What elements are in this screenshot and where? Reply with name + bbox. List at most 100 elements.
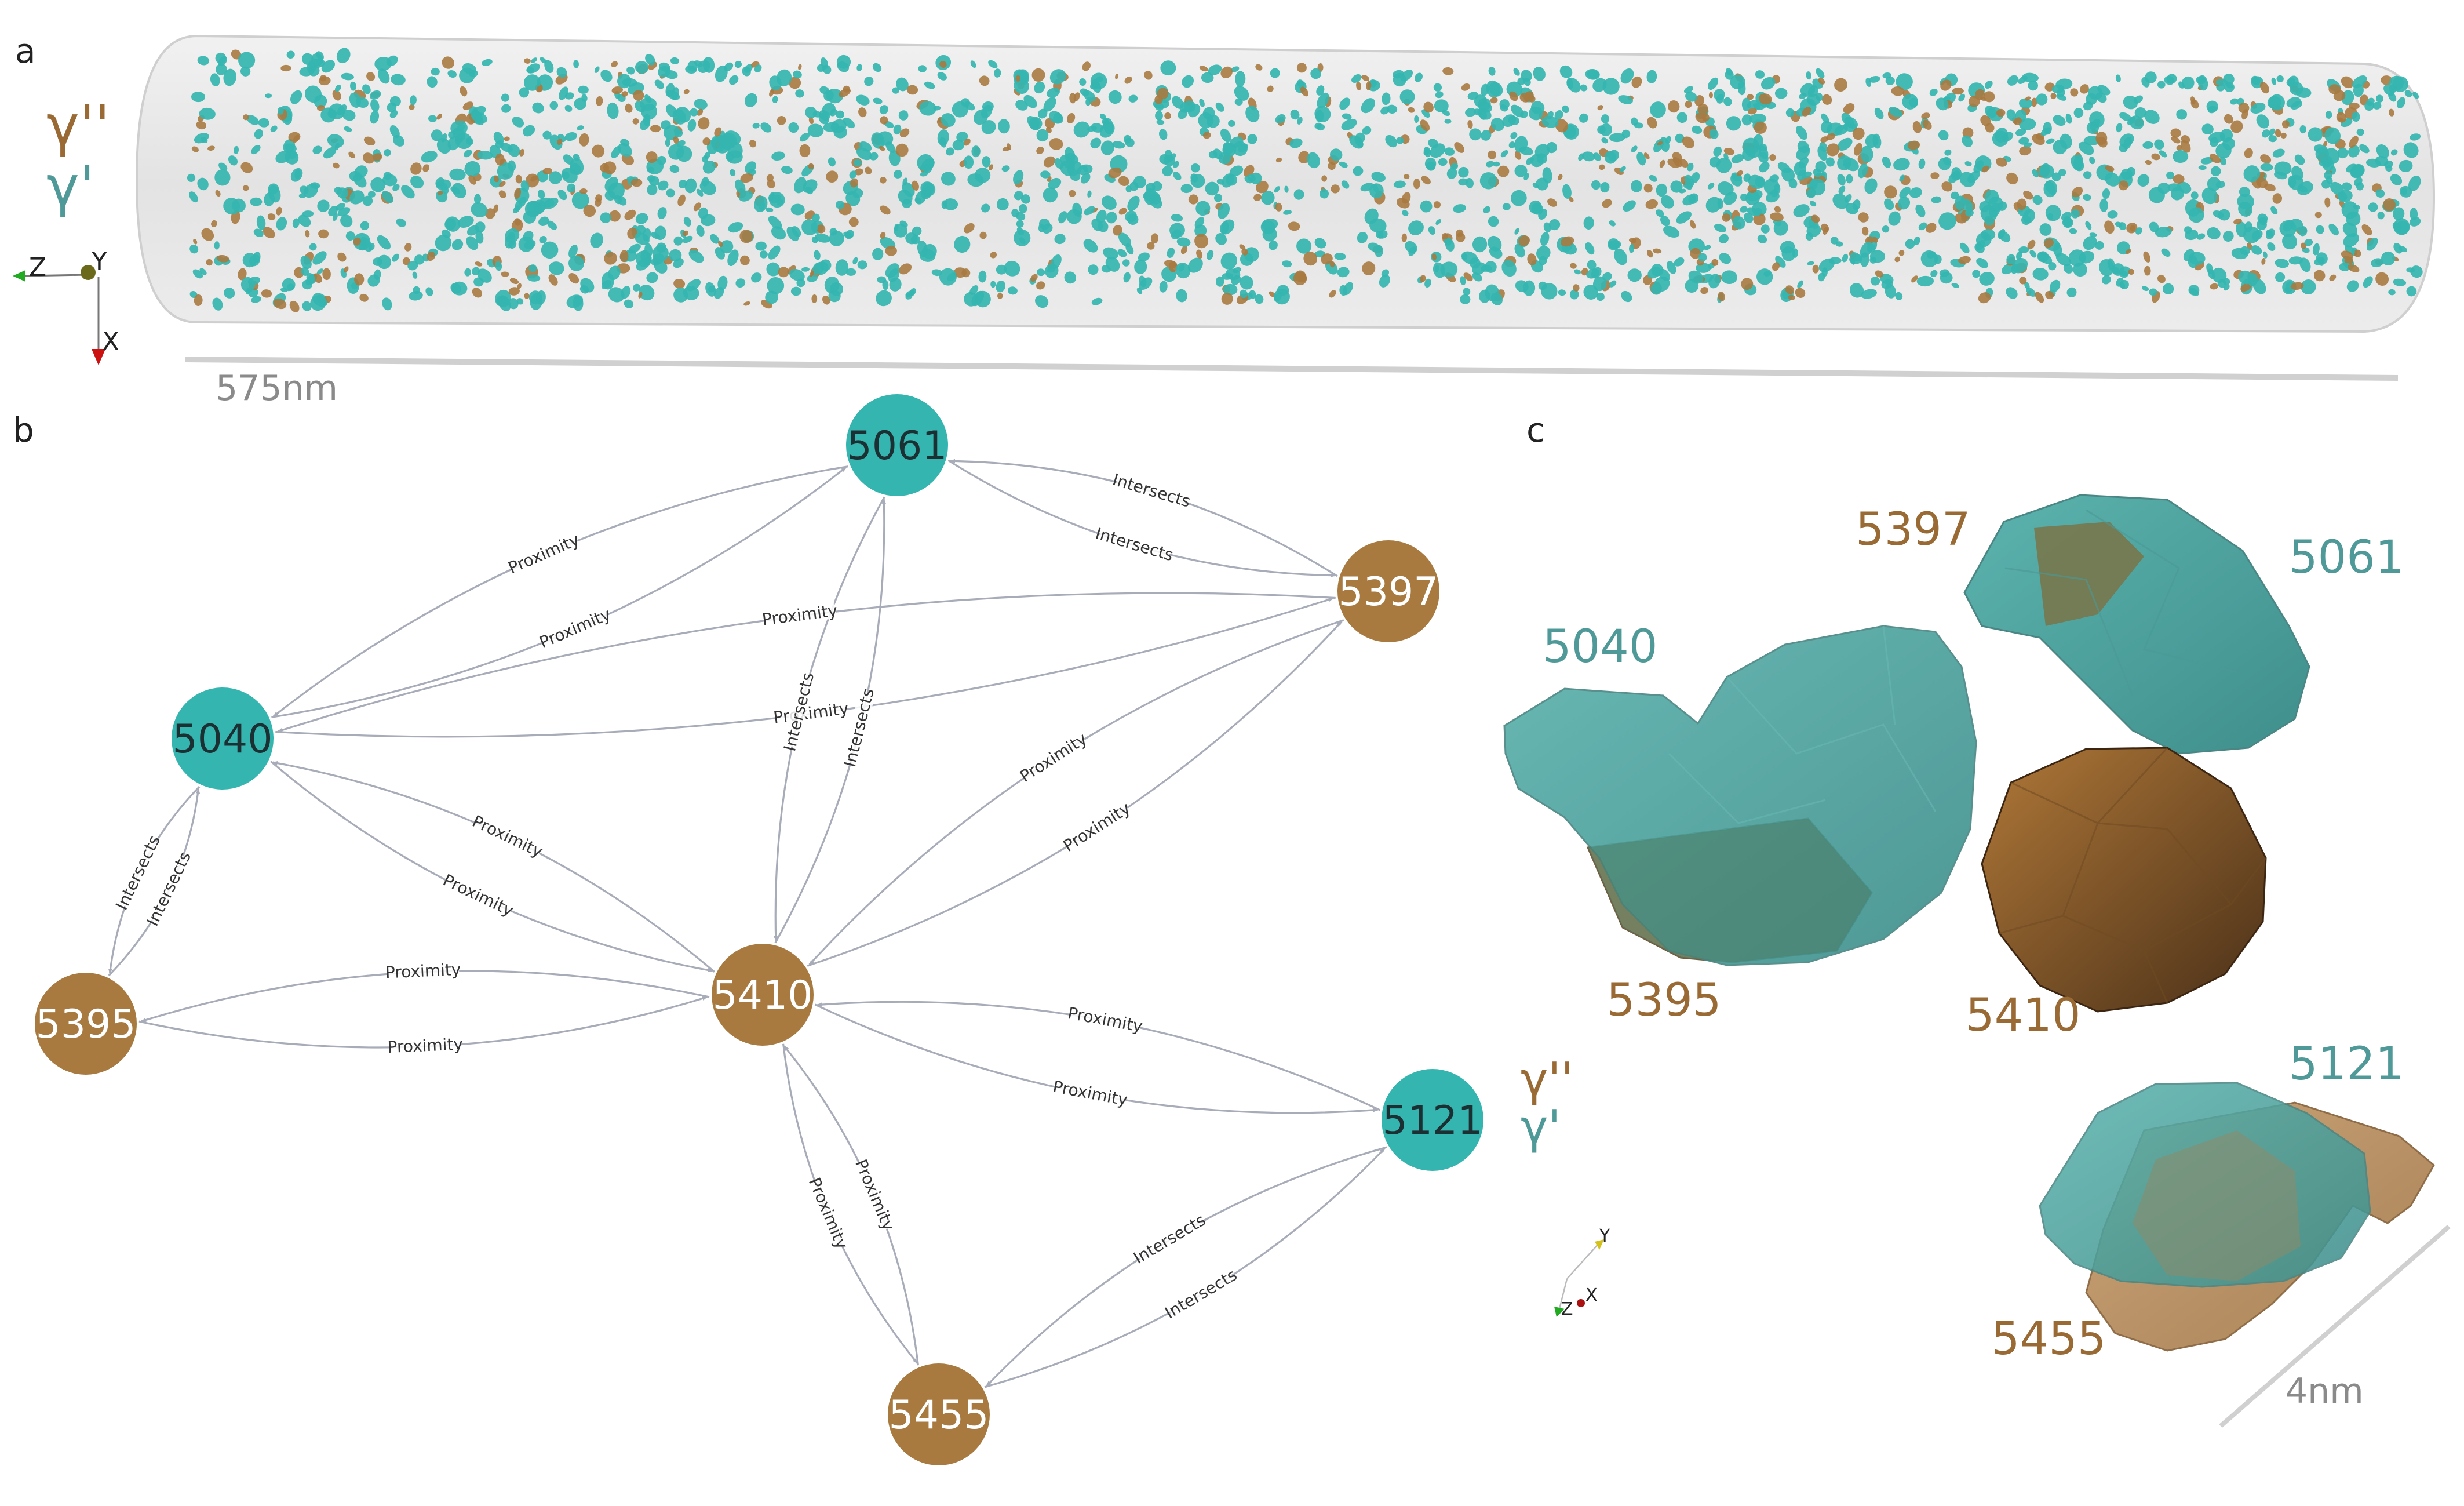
gamma-prime-precipitate [1842,253,1849,263]
gamma-prime-precipitate [1807,261,1814,265]
gamma-dprime-precipitate [1303,252,1318,266]
gamma-prime-precipitate [1942,157,1952,166]
gamma-prime-precipitate [427,76,438,88]
gamma-prime-precipitate [1676,112,1687,123]
gamma-prime-precipitate [286,50,295,59]
gamma-dprime-precipitate [633,90,644,101]
gamma-prime-precipitate [814,250,821,260]
gamma-prime-precipitate [1832,193,1849,209]
gamma-prime-precipitate [300,256,312,270]
gamma-dprime-precipitate [2260,82,2269,94]
gamma-prime-precipitate [1708,77,1719,90]
node-label-5040: 5040 [172,716,272,762]
node-5410[interactable] [712,944,814,1046]
gamma-prime-precipitate [2197,75,2208,91]
gamma-prime-precipitate [899,220,908,228]
gamma-prime-precipitate [657,180,669,191]
gamma-prime-precipitate [350,81,356,91]
gamma-dprime-precipitate [2023,190,2033,200]
gamma-dprime-precipitate [1962,127,1974,139]
gamma-prime-precipitate [2271,77,2276,85]
gamma-dprime-precipitate [2349,102,2360,110]
gamma-prime-precipitate [1820,121,1832,133]
gamma-prime-precipitate [1538,281,1547,290]
gamma-prime-precipitate [1636,152,1646,166]
gamma-prime-precipitate [2053,242,2062,257]
gamma-dprime-precipitate [979,231,987,239]
edge-label: Proximity [387,1034,464,1057]
gamma-prime-precipitate [302,301,312,311]
node-5397[interactable] [1337,540,1439,642]
gamma-prime-precipitate [1631,180,1642,192]
gamma-dprime-precipitate [619,250,629,263]
node-label-5121: 5121 [1382,1098,1482,1144]
gamma-prime-precipitate [1014,191,1023,201]
node-5121[interactable] [1382,1069,1483,1171]
gamma-prime-precipitate [790,286,801,296]
x-axis-dot-c [1577,1299,1585,1307]
gamma-dprime-precipitate [1049,138,1063,150]
gamma-dprime-precipitate [332,89,341,101]
gamma-prime-precipitate [1799,93,1807,99]
gamma-prime-precipitate [1440,261,1458,278]
gamma-dprime-precipitate [964,223,975,234]
gamma-prime-precipitate [431,129,443,141]
gamma-prime-precipitate [2026,287,2036,297]
node-5455[interactable] [888,1363,990,1465]
gamma-prime-precipitate [1460,276,1466,286]
gamma-prime-precipitate [1649,174,1657,182]
gamma-prime-precipitate [829,282,844,296]
gamma-prime-precipitate [441,133,447,143]
node-5395[interactable] [35,973,137,1075]
gamma-prime-precipitate [600,212,611,224]
gamma-prime-precipitate [215,52,227,64]
gamma-dprime-precipitate [1941,181,1953,192]
gamma-dprime-precipitate [850,178,858,188]
gamma-prime-precipitate [1382,92,1391,106]
edge-label-background [1098,526,1172,562]
gamma-prime-precipitate [1918,158,1926,169]
gamma-prime-precipitate [2053,115,2066,126]
gamma-prime-precipitate [1155,111,1163,121]
gamma-prime-precipitate [1604,151,1617,164]
gamma-prime-precipitate [1125,137,1135,147]
gamma-prime-precipitate [1813,168,1821,178]
gamma-dprime-precipitate [2126,249,2131,254]
node-5040[interactable] [172,687,274,790]
gamma-prime-precipitate [189,191,198,203]
gamma-prime-precipitate [223,68,236,86]
gamma-prime-precipitate [1460,294,1471,304]
gamma-prime-precipitate [2339,262,2351,271]
gamma-prime-precipitate [893,124,902,135]
gamma-dprime-precipitate [2171,136,2181,144]
gamma-prime-precipitate [1283,210,1292,215]
gamma-dprime-precipitate [1645,199,1659,209]
gamma-prime-precipitate [1235,71,1246,87]
gamma-prime-precipitate [1801,171,1812,179]
gamma-dprime-precipitate [363,152,374,164]
gamma-prime-precipitate [189,244,199,254]
gamma-dprime-precipitate [997,293,1003,299]
gamma-prime-precipitate [2210,137,2219,147]
particle-5040 [1503,625,1977,966]
gamma-prime-precipitate [998,119,1010,134]
gamma-prime-precipitate [542,130,552,140]
node-5061[interactable] [846,394,948,496]
gamma-prime-precipitate [2363,276,2373,288]
gamma-dprime-precipitate [1043,156,1055,168]
gamma-prime-precipitate [2282,234,2297,250]
gamma-prime-precipitate [607,102,619,119]
gamma-prime-precipitate [1726,68,1733,76]
edge-label-background [807,1177,850,1250]
gamma-dprime-precipitate [1036,281,1045,290]
gamma-prime-precipitate [2012,257,2028,274]
gamma-prime-precipitate [556,67,567,78]
gamma-prime-precipitate [1709,129,1719,139]
gamma-prime-precipitate [1627,268,1642,282]
gamma-prime-precipitate [1837,174,1846,185]
gamma-prime-precipitate [760,250,768,259]
gamma-prime-precipitate [477,268,492,283]
gamma-prime-precipitate [344,126,352,132]
gamma-dprime-precipitate [1821,94,1832,105]
gamma-prime-precipitate [1816,68,1825,79]
